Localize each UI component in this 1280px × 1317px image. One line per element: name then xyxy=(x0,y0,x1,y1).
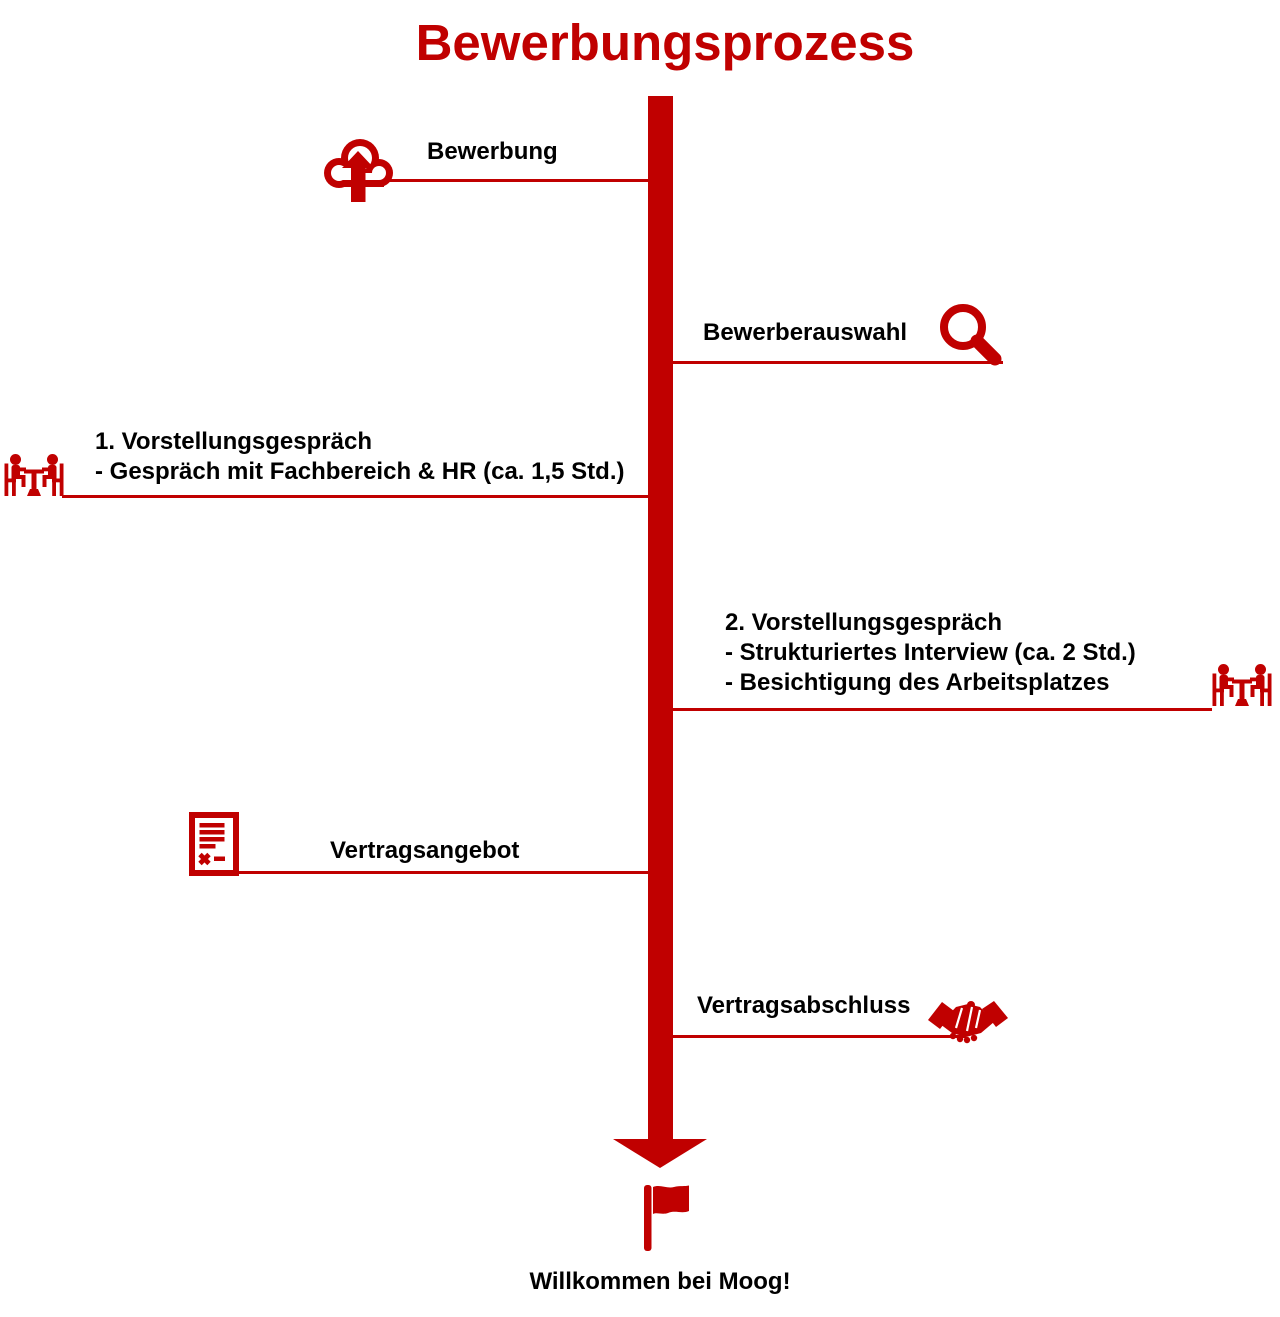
step-label-vertragsangebot: Vertragsangebot xyxy=(330,837,520,864)
step-text-interview1: 1. Vorstellungsgespräch - Gespräch mit F… xyxy=(95,427,624,487)
step-label-vertragsabschluss: Vertragsabschluss xyxy=(697,992,911,1019)
timeline-arrowhead-icon xyxy=(613,1139,707,1168)
cloud-upload-icon xyxy=(318,128,398,206)
interview-icon xyxy=(1210,662,1274,712)
step-detail: - Gespräch mit Fachbereich & HR (ca. 1,5… xyxy=(95,458,625,485)
interview-icon xyxy=(2,452,66,502)
connector-line-step4 xyxy=(673,708,1212,711)
step-detail: - Besichtigung des Arbeitsplatzes xyxy=(725,669,1110,696)
step-detail: - Strukturiertes Interview (ca. 2 Std.) xyxy=(725,639,1136,666)
connector-line-step2 xyxy=(673,361,1003,364)
right-person xyxy=(42,454,64,496)
table xyxy=(24,469,44,496)
step-title: 2. Vorstellungsgespräch xyxy=(725,609,1002,636)
flag-icon xyxy=(640,1183,720,1255)
timeline-bar xyxy=(648,96,673,1140)
connector-line-step5 xyxy=(238,871,650,874)
connector-line-step1 xyxy=(357,179,650,182)
step-label-bewerbung: Bewerbung xyxy=(427,138,558,165)
page-title: Bewerbungsprozess xyxy=(415,14,915,71)
left-person xyxy=(4,454,26,496)
step-label-bewerberauswahl: Bewerberauswahl xyxy=(703,319,908,346)
step-text-interview2: 2. Vorstellungsgespräch - Strukturiertes… xyxy=(725,608,1136,698)
step-title: 1. Vorstellungsgespräch xyxy=(95,428,372,455)
handshake-icon xyxy=(926,992,1010,1048)
finish-label: Willkommen bei Moog! xyxy=(529,1268,791,1295)
magnifier-icon xyxy=(938,302,1006,370)
connector-line-step6 xyxy=(673,1035,966,1038)
contract-icon xyxy=(189,812,239,876)
connector-line-step3 xyxy=(62,495,650,498)
